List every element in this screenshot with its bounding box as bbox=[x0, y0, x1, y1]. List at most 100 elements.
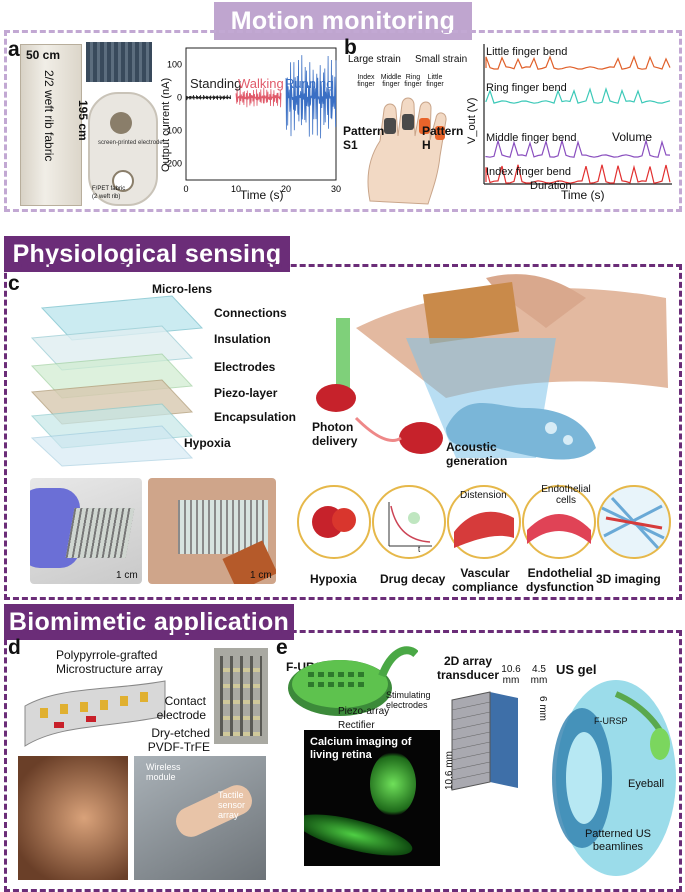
panel-label-a: a bbox=[8, 38, 20, 61]
state-running: Running bbox=[285, 76, 334, 91]
panel-label-e: e bbox=[276, 636, 288, 659]
app-hypoxia: Hypoxia bbox=[310, 572, 357, 586]
layer-stack-diagram bbox=[30, 295, 204, 467]
layer-hypoxia: Hypoxia bbox=[184, 436, 231, 450]
trace-ring bbox=[485, 87, 671, 104]
layer-encapsulation: Encapsulation bbox=[214, 410, 297, 424]
tactile-label: Tactile sensor array bbox=[218, 790, 246, 820]
stimulating-label: Stimulating electrodes bbox=[386, 690, 431, 710]
a-ytick: -100 bbox=[164, 126, 182, 136]
hand-illustration bbox=[367, 97, 447, 205]
motion-panel-frame bbox=[4, 30, 682, 212]
rectifier-label: Rectifier bbox=[338, 720, 375, 731]
trace-index bbox=[485, 164, 671, 184]
trace-label-little: Little finger bend bbox=[486, 46, 568, 58]
finger-ring: Ring finger bbox=[404, 74, 422, 88]
layer-insulation: Insulation bbox=[214, 332, 271, 346]
finger-index: Index finger bbox=[357, 74, 375, 88]
3d-imaging-circle bbox=[597, 485, 671, 559]
state-standing: Standing bbox=[190, 76, 242, 91]
calcium-imaging-photo bbox=[304, 730, 440, 866]
sensor-ring bbox=[419, 118, 430, 134]
trace-middle bbox=[485, 138, 671, 158]
small-strain-label: Small strain bbox=[415, 54, 468, 65]
state-walking: Walking bbox=[238, 76, 284, 91]
app-drug-decay: Drug decay bbox=[380, 572, 446, 586]
app-endothelial-dysfunction: Endothelial dysfunction bbox=[526, 566, 594, 594]
scale-bar-2: 1 cm bbox=[250, 570, 272, 581]
transducer-block bbox=[451, 691, 518, 791]
drug-decay-t-axis: t bbox=[418, 545, 421, 554]
endothelial-cells-label: Endothelial cells bbox=[541, 484, 591, 506]
application-circles bbox=[297, 485, 671, 559]
biomimetic-panel-frame bbox=[4, 630, 682, 892]
a-xtick: 0 bbox=[183, 184, 188, 194]
layer-piezo: Piezo-layer bbox=[214, 386, 278, 400]
dim-4-5: 4.5 mm bbox=[530, 664, 548, 686]
dim-10-6-side: 10.6 mm bbox=[444, 751, 455, 790]
fabric-width-label: 50 cm bbox=[26, 48, 61, 62]
biomimetic-application-banner: Biomimetic application bbox=[4, 604, 294, 640]
large-strain-label: Large strain bbox=[348, 54, 401, 65]
piezo-array-label: Piezo-array bbox=[338, 706, 390, 717]
microstructure-photo bbox=[214, 648, 268, 744]
trace-label-ring: Ring finger bend bbox=[486, 82, 567, 94]
motion-monitoring-banner: Motion monitoring bbox=[214, 2, 472, 40]
vascular-compliance-circle bbox=[447, 485, 521, 559]
flexible-patch-photo bbox=[30, 478, 142, 584]
finger-bend-chart bbox=[483, 44, 672, 185]
a-xlabel: Time (s) bbox=[240, 188, 284, 202]
scale-bar-1: 1 cm bbox=[116, 570, 138, 581]
sensor-index bbox=[384, 118, 396, 134]
wrist-acoustic-illustration bbox=[316, 274, 668, 460]
beamlines-label: Patterned US beamlines bbox=[584, 828, 652, 853]
app-vascular-compliance: Vascular compliance bbox=[451, 566, 519, 594]
trace-little bbox=[485, 55, 671, 70]
volume-label: Volume bbox=[612, 130, 653, 144]
trace-running bbox=[285, 55, 337, 139]
panel-label-b: b bbox=[344, 36, 357, 59]
a-ylabel: Output current (nA) bbox=[160, 77, 172, 172]
contact-electrode-label: Contact electrode bbox=[156, 694, 206, 722]
layer-micro-lens: Micro-lens bbox=[152, 282, 213, 296]
hand-wireless-photo bbox=[134, 756, 266, 880]
eyeball-label: Eyeball bbox=[628, 778, 665, 790]
inset-label: F/PET fabric bbox=[92, 186, 126, 192]
trace-walking bbox=[235, 87, 282, 108]
dim-10-6-top: 10.6 mm bbox=[501, 664, 521, 686]
a-ytick: 0 bbox=[177, 93, 182, 103]
pvdf-label: Dry-etched PVDF-TrFE bbox=[147, 726, 210, 754]
trace-label-middle: Middle finger bend bbox=[486, 132, 577, 144]
sensor-little bbox=[435, 126, 445, 140]
pattern-h-label: Pattern H bbox=[422, 124, 464, 152]
2d-array-label: 2D array transducer bbox=[436, 654, 500, 682]
finger-little: Little finger bbox=[426, 74, 444, 88]
acoustic-generation-label: Acoustic generation bbox=[446, 440, 508, 468]
trace-standing bbox=[185, 94, 231, 101]
eyeball-illustration bbox=[552, 680, 676, 876]
physio-panel-frame bbox=[4, 264, 682, 600]
polypyrrole-label: Polypyrrole-grafted Microstructure array bbox=[56, 648, 163, 676]
app-3d-imaging: 3D imaging bbox=[596, 572, 661, 586]
electrode-pad-bottom bbox=[112, 170, 134, 192]
sensor-middle bbox=[402, 114, 414, 130]
duration-label: Duration bbox=[530, 180, 572, 192]
pattern-s1-label: Pattern S1 bbox=[343, 124, 385, 152]
physiological-sensing-banner: Physiological sensing bbox=[4, 236, 290, 272]
electrode-pad-top bbox=[110, 112, 132, 134]
f-ursp-device bbox=[288, 646, 418, 716]
us-gel-label: US gel bbox=[556, 662, 597, 677]
hypoxia-circle bbox=[297, 485, 371, 559]
wireless-label: Wireless module bbox=[146, 762, 181, 782]
a-ytick: -200 bbox=[164, 159, 182, 169]
distension-label: Distension bbox=[460, 490, 507, 501]
drug-decay-circle bbox=[372, 485, 446, 559]
trace-label-index: Index finger bend bbox=[486, 166, 572, 178]
layer-connections: Connections bbox=[214, 306, 287, 320]
a-xtick: 10 bbox=[231, 184, 241, 194]
a-xtick: 20 bbox=[281, 184, 291, 194]
fabric-roll-photo bbox=[20, 44, 82, 206]
endothelial-dysfunction-circle bbox=[522, 485, 596, 559]
sensor-array-diagram bbox=[24, 680, 166, 747]
